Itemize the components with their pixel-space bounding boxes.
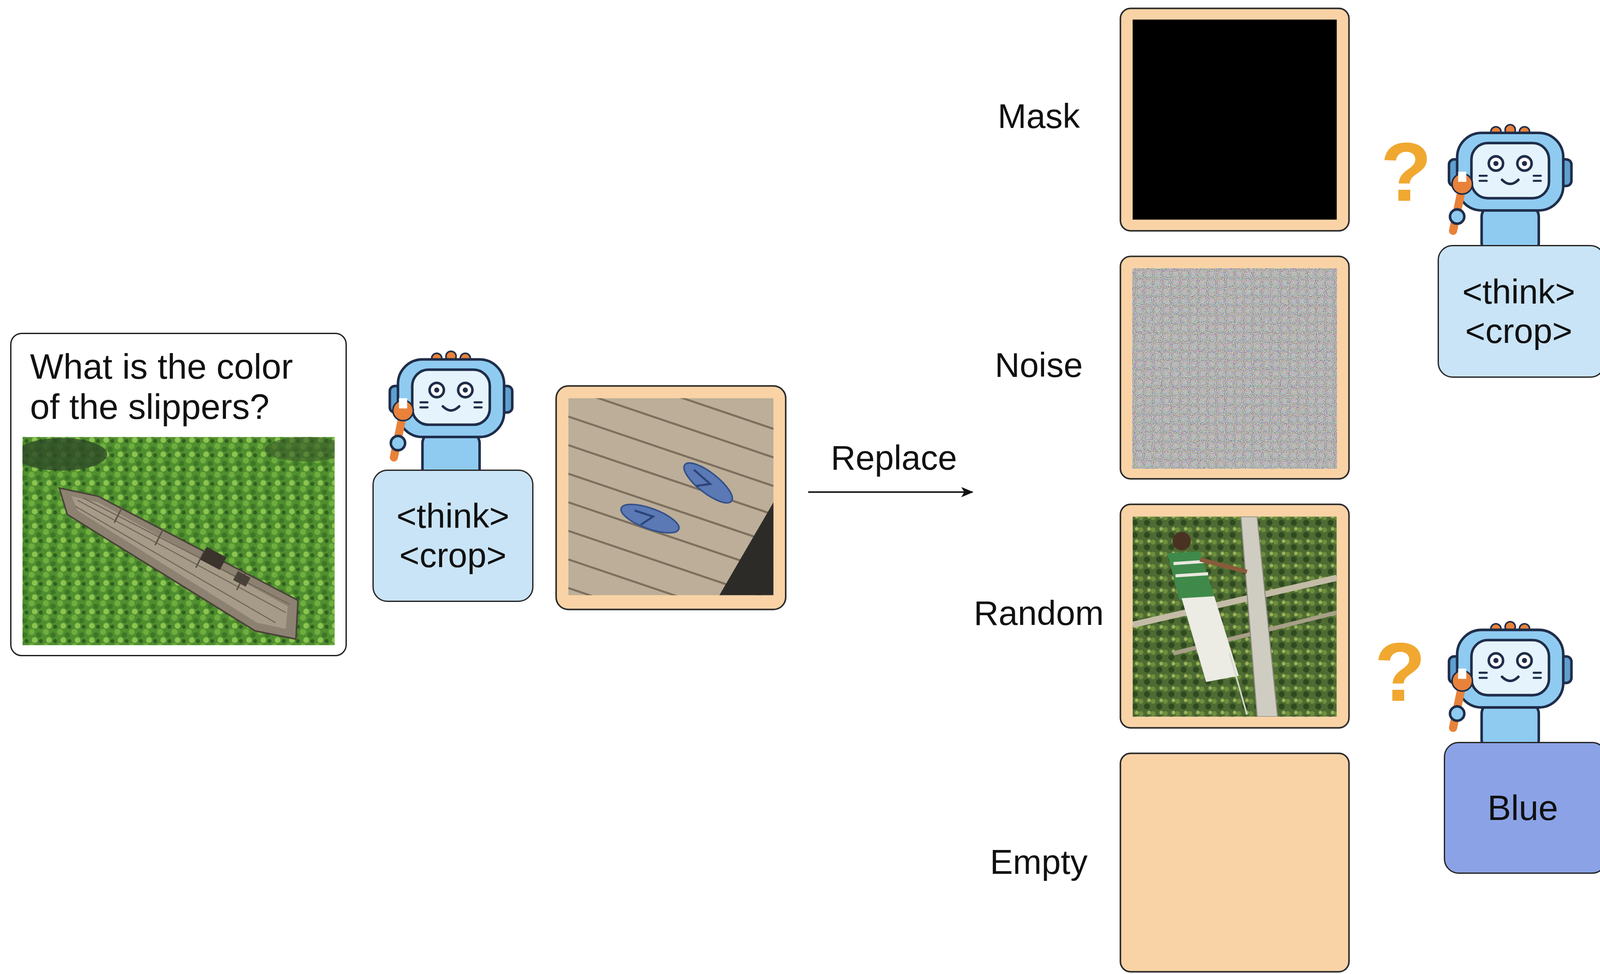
node-text: What is the color of the slippers? (30, 346, 317, 427)
node-text: <think> <crop> (382, 496, 524, 575)
row-label: Empty (990, 843, 1088, 882)
robot-icon (1449, 124, 1572, 254)
answer-box: Blue (1443, 741, 1600, 874)
think-box: <think> <crop> (372, 469, 534, 602)
node-text: Blue (1487, 787, 1559, 828)
crop-photo (555, 359, 786, 658)
row-label: Random (973, 594, 1105, 633)
robot-icon (1449, 621, 1572, 751)
question-mark: ? (1374, 625, 1426, 718)
mask-frame (1120, 8, 1349, 231)
empty-frame (1120, 753, 1349, 972)
random-frame (1120, 504, 1349, 728)
question-box: What is the color of the slippers? (10, 332, 347, 657)
arrow-label: Replace (830, 439, 958, 477)
noise-frame (1120, 256, 1349, 479)
node-text: <think> <crop> (1447, 272, 1590, 351)
robot-icon (389, 351, 513, 480)
think-box: <think> <crop> (1437, 244, 1600, 378)
boat-photo (22, 436, 335, 646)
question-mark: ? (1380, 125, 1432, 218)
row-label: Noise (994, 346, 1083, 385)
replace-arrow (808, 491, 973, 493)
row-label: Mask (997, 97, 1080, 136)
